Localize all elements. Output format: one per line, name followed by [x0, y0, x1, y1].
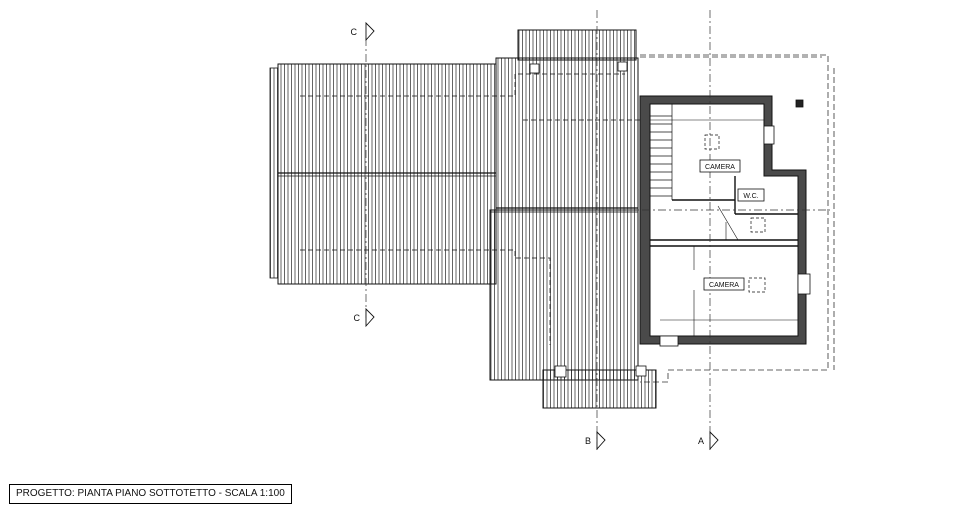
svg-text:B: B [585, 436, 591, 446]
room-label-wc: W.C. [737, 188, 765, 202]
roof-left [269, 63, 497, 285]
interior-partitions [650, 104, 798, 336]
roof-center [489, 29, 657, 409]
roof-overhang-outline [640, 54, 835, 383]
stair [650, 104, 673, 200]
section-marker-c-top: C [351, 21, 375, 42]
title-block: PROGETTO: PIANTA PIANO SOTTOTETTO - SCAL… [9, 484, 292, 504]
svg-text:CAMERA: CAMERA [705, 164, 735, 171]
svg-text:A: A [698, 436, 704, 446]
roof-ridge-lines [300, 73, 640, 345]
room-label-camera-top: CAMERA [699, 159, 741, 173]
room-label-camera-bottom: CAMERA [703, 277, 745, 291]
svg-text:C: C [351, 27, 358, 37]
grid-lines [365, 10, 830, 450]
svg-text:W.C.: W.C. [743, 193, 758, 200]
svg-text:CAMERA: CAMERA [709, 282, 739, 289]
section-marker-a: A [698, 430, 719, 451]
walls [639, 95, 807, 345]
section-marker-c-bottom: C [354, 307, 375, 328]
roof-vents [529, 61, 647, 378]
svg-text:C: C [354, 313, 361, 323]
windows [659, 99, 811, 347]
section-marker-b: B [585, 430, 606, 451]
